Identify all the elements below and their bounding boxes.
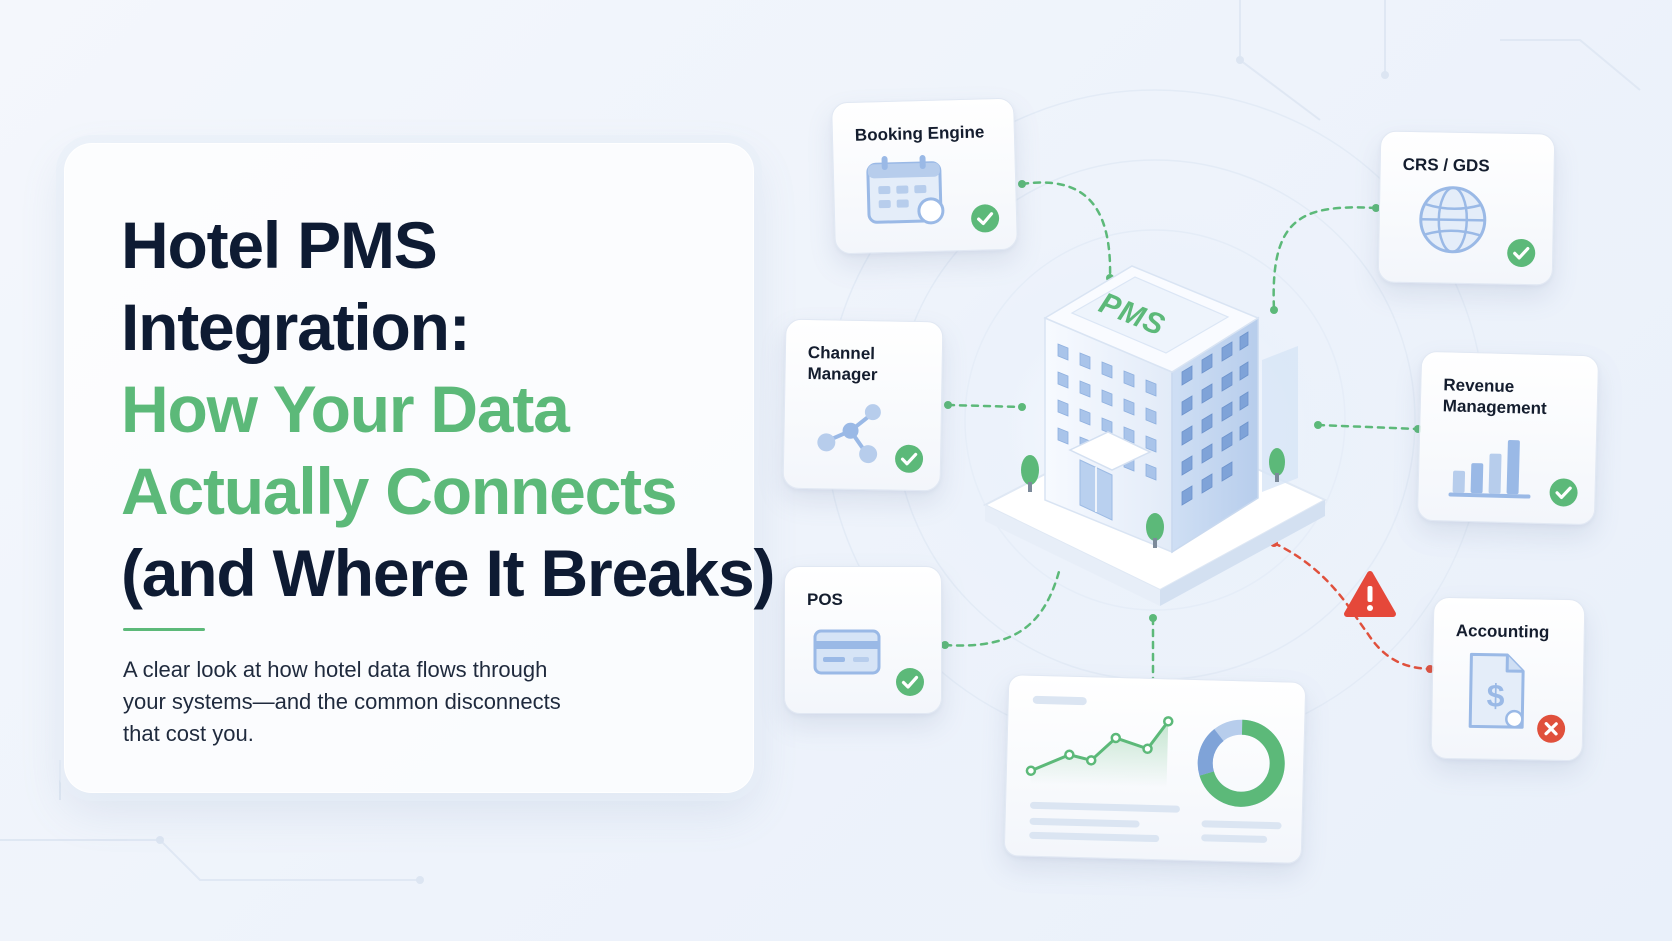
- checkmark-icon: [1549, 478, 1578, 507]
- divider: [123, 628, 205, 631]
- analytics-dashboard-card: [1003, 674, 1307, 864]
- tree-decoration: [1021, 448, 1285, 548]
- node-label: Booking Engine: [854, 122, 985, 145]
- highlight-line-1: How Your Data: [121, 372, 570, 446]
- dashboard-header-bar: [1032, 695, 1087, 706]
- calendar-icon: [866, 155, 945, 225]
- node-label: Channel Manager: [807, 343, 878, 385]
- connector-accounting: [1272, 541, 1432, 671]
- node-label: Revenue Management: [1442, 375, 1547, 418]
- title-line-2: Integration:: [121, 290, 471, 364]
- close-icon: [1537, 714, 1566, 743]
- pms-hotel-building: [982, 265, 1328, 606]
- node-revenue-management: Revenue Management: [1416, 350, 1600, 526]
- connector-crs-gds: [1272, 206, 1378, 312]
- node-label: CRS / GDS: [1402, 154, 1490, 176]
- dashboard-illustration: [1025, 695, 1285, 843]
- connector-pos: [943, 566, 1062, 647]
- node-label: POS: [807, 590, 843, 609]
- warning-icon: [1344, 571, 1396, 617]
- hero-subtitle: A clear look at how hotel data flows thr…: [123, 657, 561, 746]
- connector-endpoints: [941, 180, 1434, 673]
- title-line-1: Hotel PMS: [121, 208, 438, 282]
- title-line-3: (and Where It Breaks): [121, 536, 776, 610]
- credit-card-icon: [813, 629, 881, 675]
- node-booking-engine: Booking Engine: [831, 97, 1018, 255]
- hero-card: Hotel PMS Integration: How Your Data Act…: [64, 143, 776, 793]
- donut-chart-icon: [1197, 719, 1285, 807]
- hero-title: Hotel PMS Integration: How Your Data Act…: [121, 204, 776, 614]
- invoice-dollar-icon: $: [1468, 652, 1525, 729]
- checkmark-icon: [896, 668, 924, 696]
- checkmark-icon: [971, 204, 1000, 233]
- connector-revenue-management: [1316, 423, 1420, 431]
- globe-icon: [1419, 186, 1487, 254]
- svg-text:$: $: [1486, 678, 1505, 714]
- line-chart-line-icon: [1029, 719, 1170, 773]
- node-accounting: Accounting $: [1430, 596, 1586, 762]
- network-nodes-icon: [817, 404, 881, 464]
- connector-lines: [943, 181, 1432, 682]
- node-channel-manager: Channel Manager: [782, 318, 944, 492]
- circuit-dots-decoration: [156, 56, 1389, 884]
- highlight-line-2: Actually Connects: [121, 454, 678, 528]
- checkmark-icon: [895, 444, 924, 473]
- node-pos: POS: [784, 566, 942, 714]
- checkmark-icon: [1507, 238, 1536, 267]
- bar-chart-icon: [1448, 440, 1531, 499]
- node-crs-gds: CRS / GDS: [1377, 130, 1556, 286]
- node-label: Accounting: [1455, 621, 1550, 642]
- connector-channel-manager: [946, 403, 1024, 409]
